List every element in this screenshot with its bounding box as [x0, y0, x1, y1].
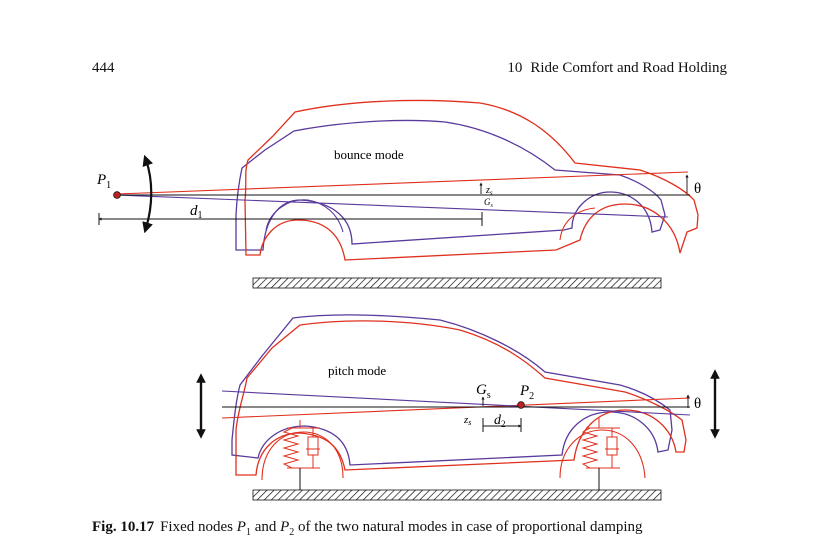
pitch-mode-label: pitch mode [328, 363, 386, 378]
d1-label: d1 [190, 203, 203, 221]
front-suspension [282, 420, 320, 469]
fixed-node-p2 [517, 401, 525, 409]
bounce-mode-label: bounce mode [334, 147, 404, 162]
rear-suspension [581, 418, 620, 469]
pitch-mode-panel: P2 Gs d2 zs θ pitch mode [196, 314, 720, 501]
page-number: 444 [92, 60, 115, 76]
ground-top [252, 277, 662, 289]
gs-label-top: Gs [484, 197, 494, 209]
car-outline-red [244, 99, 699, 261]
running-head: 10 Ride Comfort and Road Holding [507, 60, 727, 77]
pitch-reference-line-purple [221, 390, 691, 416]
p2-label: P2 [519, 383, 534, 402]
car-outline-red-pitch [235, 320, 687, 476]
figure-label: Fig. 10.17 [92, 519, 155, 535]
gs-label-bottom: Gs [476, 382, 491, 401]
pitch-reference-line-red [221, 397, 691, 419]
rotation-arrow [142, 154, 154, 234]
chapter-title: Ride Comfort and Road Holding [530, 60, 727, 76]
ground-bottom [252, 489, 662, 501]
d2-label: d2 [494, 413, 506, 429]
theta-label-bottom: θ [694, 396, 701, 412]
body-reference-line-red [116, 171, 689, 195]
front-wheel-arch [261, 431, 344, 481]
p1-label: P1 [96, 172, 111, 191]
rear-arch-red [559, 207, 596, 241]
bounce-mode-panel: P1 d1 zs Gs θ bounce mode [96, 99, 701, 289]
zs-label-top: zs [485, 185, 493, 197]
theta-label-top: θ [694, 181, 701, 197]
fixed-node-p1 [113, 191, 121, 199]
body-reference-line-purple [116, 194, 669, 218]
chapter-number: 10 [507, 60, 523, 76]
front-arch-purple [265, 199, 344, 233]
rear-wheel-arch [559, 429, 646, 479]
car-outline-purple [235, 119, 666, 251]
car-outline-purple-pitch [231, 314, 673, 466]
zs-label-bottom: zs [463, 414, 471, 427]
